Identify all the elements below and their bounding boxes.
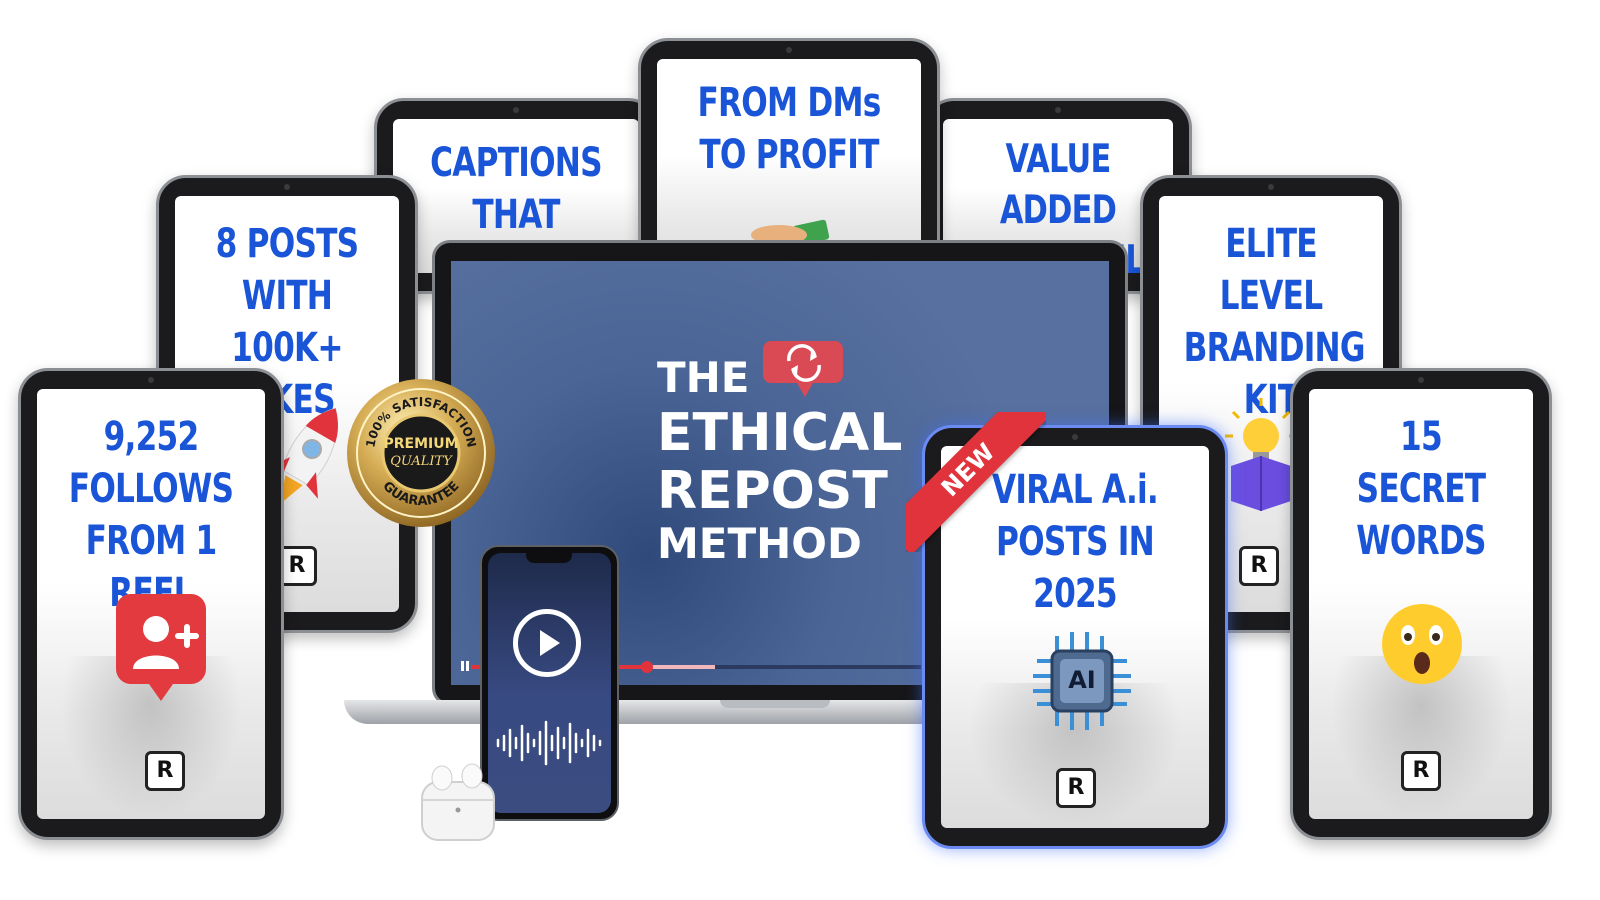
tablet-screen: FROM DMs TO PROFIT xyxy=(657,59,921,273)
r-logo-icon: R xyxy=(1239,546,1279,586)
new-label: NEW xyxy=(935,437,1001,503)
hero-title-line3: REPOST xyxy=(657,461,888,521)
camera-dot xyxy=(1055,107,1061,113)
camera-dot xyxy=(1072,434,1078,440)
play-icon[interactable] xyxy=(513,609,581,677)
earbuds-icon xyxy=(418,756,498,842)
repost-bubble-icon xyxy=(761,339,847,401)
surprised-emoji-icon xyxy=(1377,599,1467,689)
r-logo-icon: R xyxy=(1056,768,1096,808)
card-title-likes: 8 POSTS WITH 100K+ LIKES xyxy=(215,221,360,423)
pause-icon[interactable] xyxy=(461,661,469,671)
video-progress-handle[interactable] xyxy=(641,661,653,673)
r-logo-icon: R xyxy=(1401,751,1441,791)
tablet-viral: VIRAL A.i. POSTS IN 2025 AI R xyxy=(922,425,1228,849)
guarantee-seal: 100% SATISFACTION GUARANTEE PREMIUM QUAL… xyxy=(344,376,498,530)
laptop-notch xyxy=(720,700,830,708)
card-title-viral: VIRAL A.i. POSTS IN 2025 xyxy=(992,467,1159,617)
tablet-screen: 9,252 FOLLOWS FROM 1 REEL R xyxy=(37,389,265,819)
ribbon-band: NEW xyxy=(906,412,1046,552)
camera-dot xyxy=(284,184,290,190)
tablet-screen: VIRAL A.i. POSTS IN 2025 AI R xyxy=(941,446,1209,828)
seal-quality: QUALITY xyxy=(390,454,452,469)
hero-title-line4: METHOD xyxy=(657,519,862,568)
card-title-follows: 9,252 FOLLOWS FROM 1 REEL xyxy=(68,414,234,616)
tablet-screen: 15 SECRET WORDS R xyxy=(1309,389,1533,819)
tablet-dms: FROM DMs TO PROFIT xyxy=(638,38,940,294)
camera-dot xyxy=(148,377,154,383)
phone xyxy=(480,545,619,821)
camera-dot xyxy=(1418,377,1424,383)
tablet-secret: 15 SECRET WORDS R xyxy=(1290,368,1552,840)
hero-title-line2: ETHICAL xyxy=(657,403,903,463)
camera-dot xyxy=(786,47,792,53)
ai-chip-icon: AI xyxy=(1027,626,1137,736)
seal-premium: PREMIUM xyxy=(383,436,459,452)
phone-screen xyxy=(488,553,611,813)
tablet-follows: 9,252 FOLLOWS FROM 1 REEL R xyxy=(18,368,284,840)
card-title-secret: 15 SECRET WORDS xyxy=(1356,414,1486,564)
phone-notch xyxy=(526,553,572,563)
new-ribbon: NEW xyxy=(906,412,1046,552)
hero-title-line1: THE xyxy=(657,353,750,402)
audio-waveform-icon xyxy=(494,718,604,768)
card-title-branding: ELITE LEVEL BRANDING KIT xyxy=(1183,221,1366,423)
camera-dot xyxy=(513,107,519,113)
add-user-icon xyxy=(111,589,211,709)
card-title-dms: FROM DMs TO PROFIT xyxy=(697,80,881,178)
camera-dot xyxy=(1268,184,1274,190)
r-logo-icon: R xyxy=(145,751,185,791)
lightbulb-box-icon xyxy=(1219,396,1309,516)
ai-chip-label: AI xyxy=(1068,666,1096,694)
